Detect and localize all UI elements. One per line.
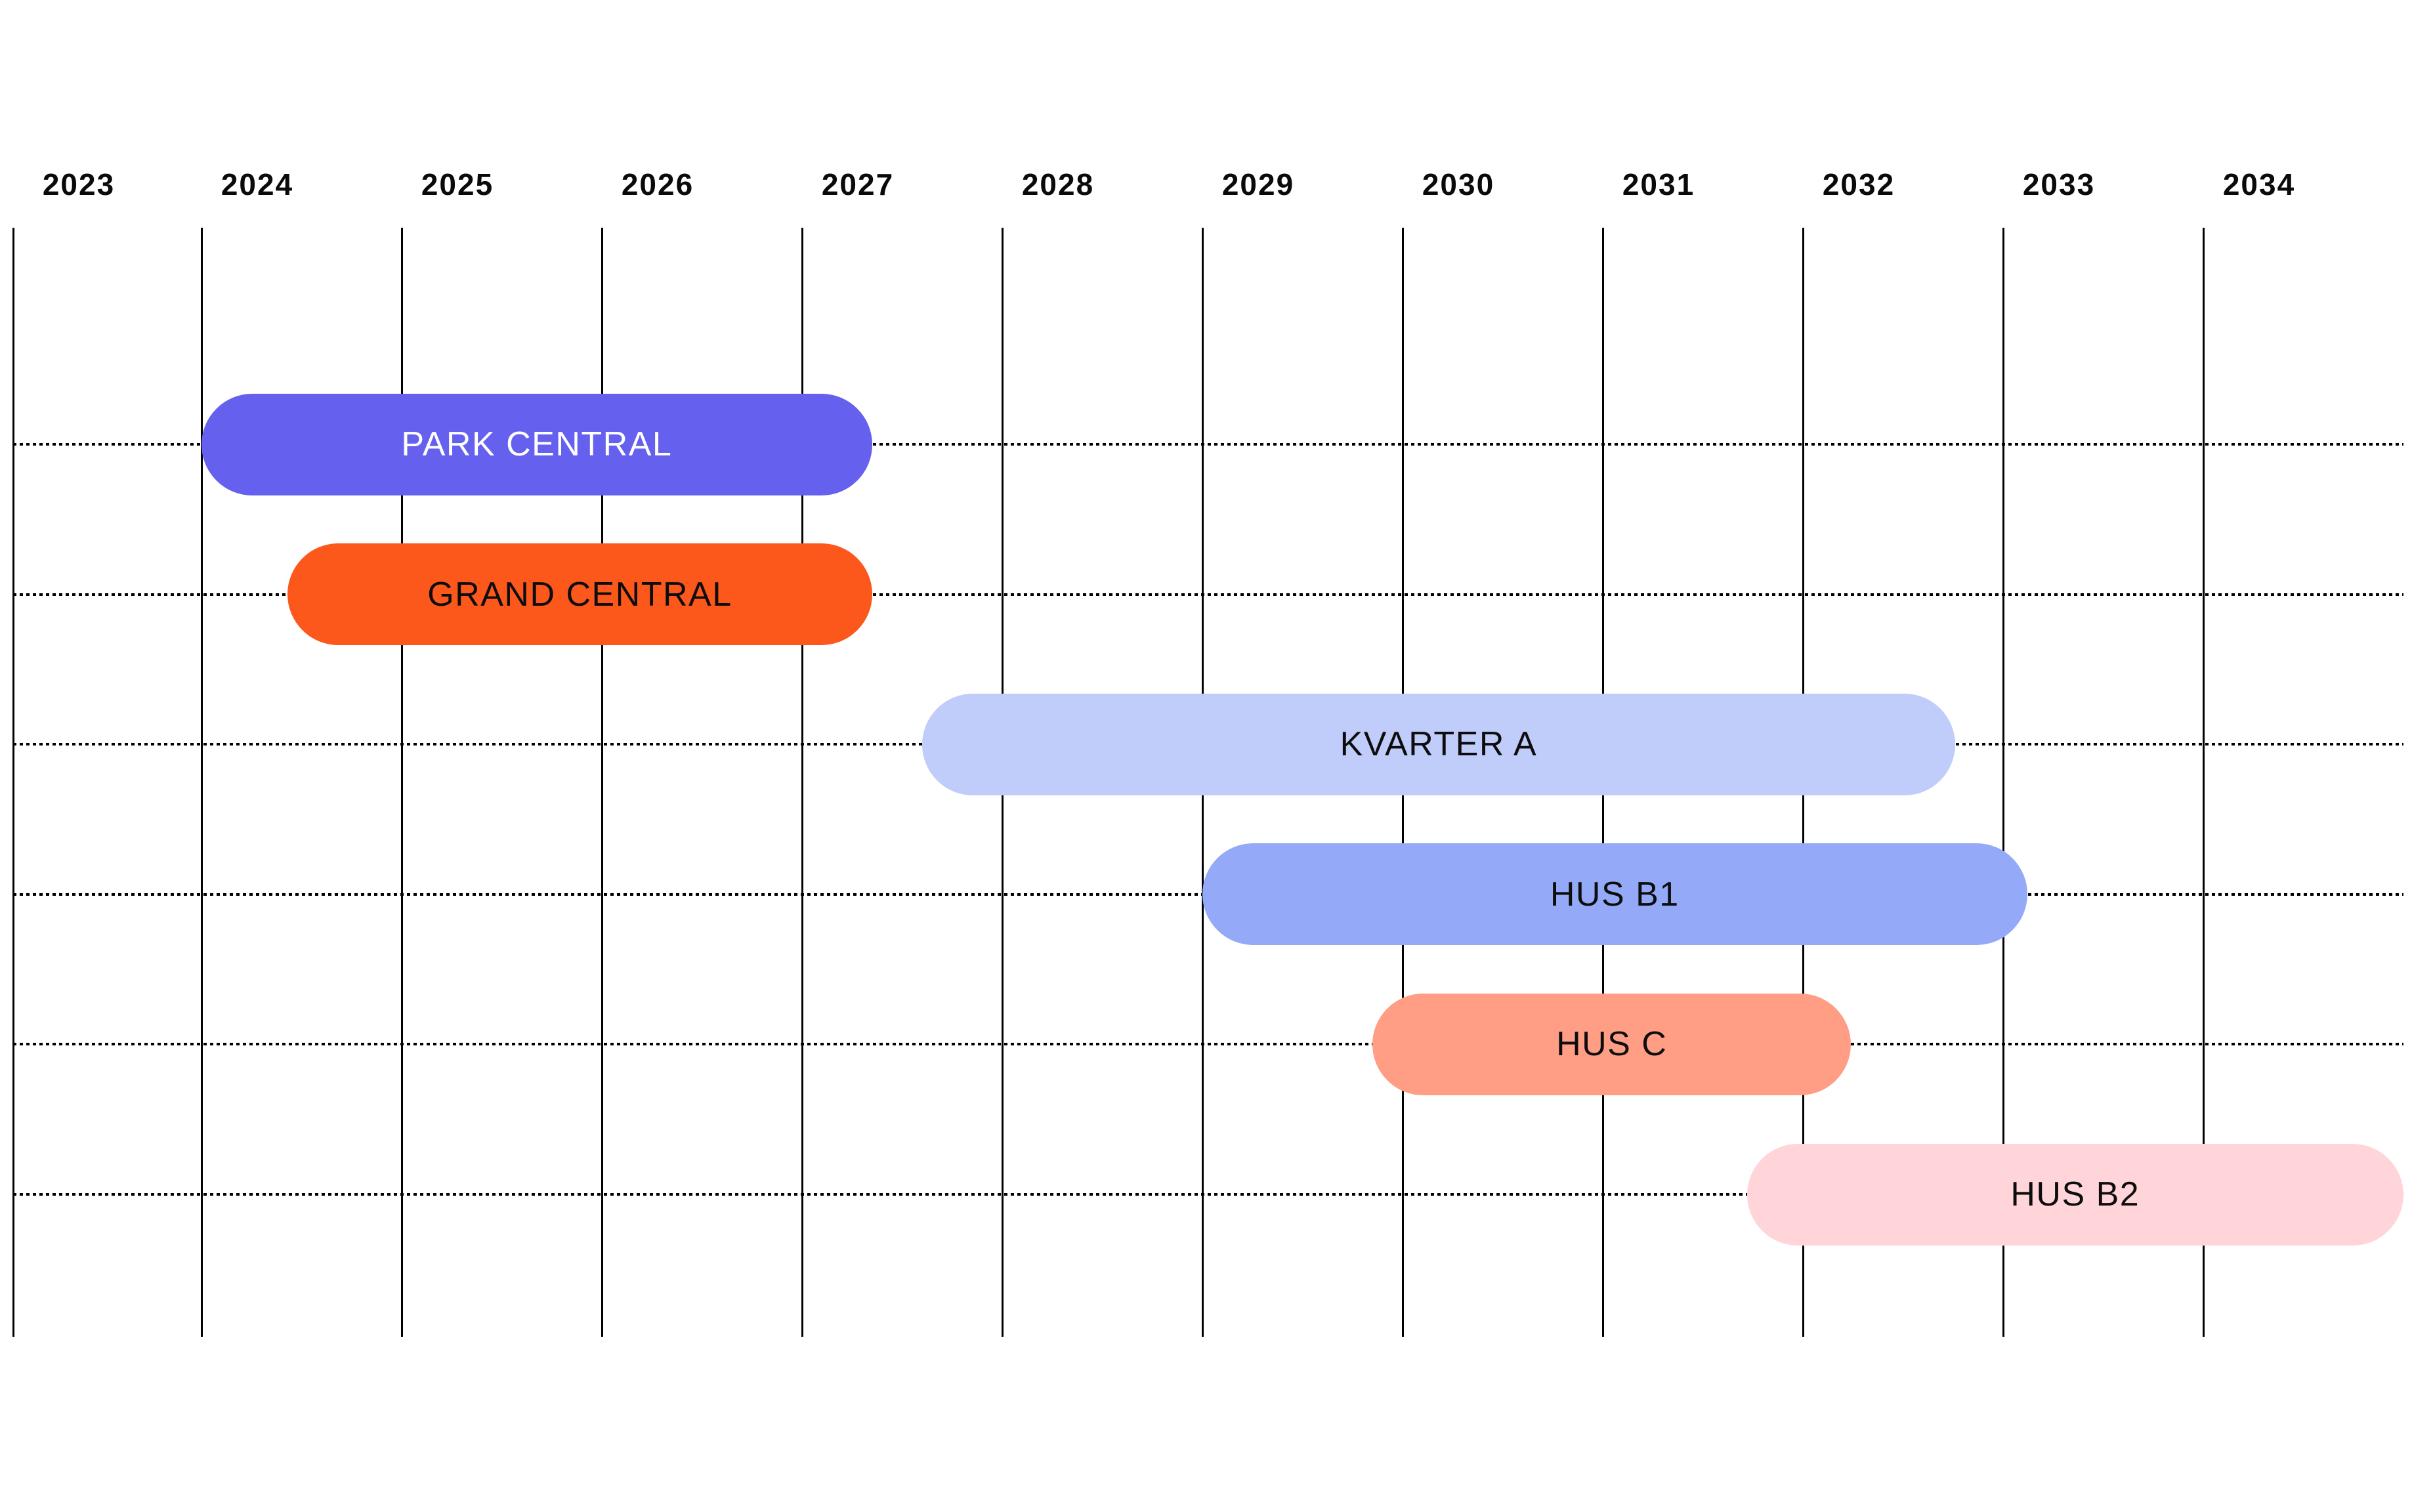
bar-label: PARK CENTRAL	[401, 425, 673, 463]
year-label-2029: 2029	[1221, 167, 1295, 201]
bar-label: HUS B1	[1550, 875, 1680, 914]
year-gridline-2025	[400, 228, 403, 1337]
gantt-bar-park-central: PARK CENTRAL	[201, 393, 872, 495]
gantt-bar-kvarter-a: KVARTER A	[922, 693, 1955, 795]
year-label-2030: 2030	[1422, 167, 1495, 201]
bar-label: GRAND CENTRAL	[427, 575, 732, 614]
year-label-2025: 2025	[421, 167, 494, 201]
year-label-2031: 2031	[1622, 167, 1695, 201]
row-guide-dotted	[13, 1193, 2403, 1196]
year-label-2024: 2024	[221, 167, 294, 201]
year-gridline-2024	[200, 228, 203, 1337]
bar-label: HUS B2	[2010, 1175, 2140, 1213]
gantt-bar-hus-b1: HUS B1	[1202, 843, 2027, 946]
year-gridline-2027	[801, 228, 803, 1337]
year-label-2028: 2028	[1021, 167, 1095, 201]
year-gridline-2033	[2002, 228, 2004, 1337]
row-guide-dotted	[13, 593, 2403, 596]
row-guide-dotted	[13, 443, 2403, 446]
year-label-2032: 2032	[1822, 167, 1895, 201]
year-label-2033: 2033	[2022, 167, 2096, 201]
gantt-bar-hus-c: HUS C	[1372, 993, 1851, 1095]
bar-label: HUS C	[1556, 1025, 1668, 1064]
year-label-2027: 2027	[821, 167, 895, 201]
year-label-2023: 2023	[42, 167, 116, 201]
year-gridline-2023	[12, 228, 14, 1337]
year-gridline-2026	[601, 228, 603, 1337]
row-guide-dotted	[13, 1043, 2403, 1046]
gantt-bar-grand-central: GRAND CENTRAL	[287, 543, 872, 646]
year-label-2026: 2026	[621, 167, 694, 201]
year-gridline-2034	[2202, 228, 2205, 1337]
bar-label: KVARTER A	[1340, 725, 1538, 764]
gantt-bar-hus-b2: HUS B2	[1746, 1143, 2403, 1246]
year-label-2034: 2034	[2222, 167, 2296, 201]
